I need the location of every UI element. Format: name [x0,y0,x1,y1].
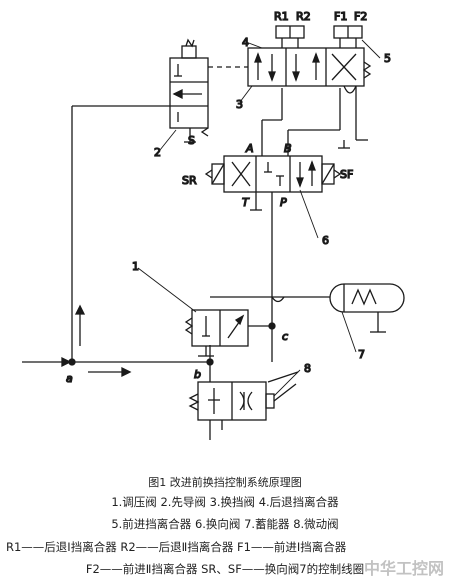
legend-line-1: 1.调压阀 2.先导阀 3.换挡阀 4.后退挡离合器 [111,495,339,509]
legend-line-2: 5.前进挡离合器 6.换向阀 7.蓄能器 8.微动阀 [111,517,339,531]
accumulator [329,283,405,333]
label-8: 8 [304,362,311,375]
label-A: A [245,142,254,155]
watermark: 中华工控网 [363,559,444,578]
label-2: 2 [154,146,161,159]
hydraulic-schematic: R1 R2 F1 F2 4 5 3 2 S A B SR SF T P 6 1 … [22,9,405,440]
directional-valve [204,88,342,212]
pilot-valve [169,38,209,143]
pipelines [22,105,330,440]
label-R2: R2 [296,10,311,23]
pressure-regulating-valve [184,309,249,357]
legend-line-3: R1——后退Ⅰ挡离合器 R2——后退Ⅱ挡离合器 F1——前进Ⅰ挡离合器 [6,540,347,554]
label-3: 3 [236,98,243,111]
label-a: a [66,372,73,385]
shift-valve [208,47,372,141]
label-P: P [280,196,287,209]
label-1: 1 [132,260,139,273]
label-c: c [282,330,288,343]
label-5: 5 [384,52,391,65]
label-F2: F2 [354,10,367,23]
label-b: b [194,368,201,381]
label-B: B [284,142,292,155]
figure-caption-title: 图1 改进前换挡控制系统原理图 [148,476,302,489]
clutch-ports [275,25,363,48]
leader-lines [137,39,381,397]
label-R1: R1 [274,10,289,23]
legend-line-4: F2——前进Ⅱ挡离合器 SR、SF——换向阀7的控制线圈 [85,562,365,576]
label-T: T [242,196,250,209]
label-S: S [188,134,195,147]
inching-valve [188,371,299,430]
label-SR: SR [182,174,197,187]
label-SF: SF [340,168,353,181]
label-7: 7 [358,348,365,361]
tank-symbols [338,140,350,149]
label-F1: F1 [334,10,347,23]
label-6: 6 [322,234,329,247]
label-4: 4 [242,36,249,49]
